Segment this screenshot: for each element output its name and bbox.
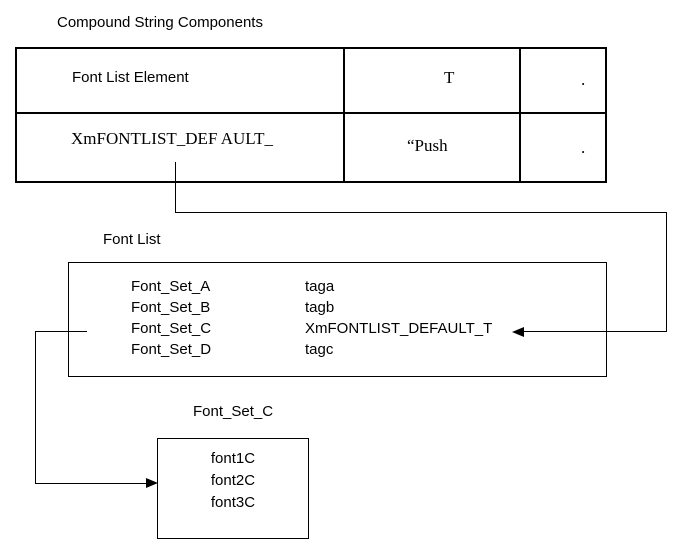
table-column-divider-1: [343, 49, 345, 181]
font-list-label: Font List: [103, 231, 161, 248]
table-cell-row1-text: .: [581, 70, 586, 89]
font-list-entry-tag-c: XmFONTLIST_DEFAULT_T: [305, 320, 493, 337]
font-list-entry-name-a: Font_Set_A: [131, 278, 211, 295]
font-set-c-label: Font_Set_C: [193, 403, 274, 420]
table-column-divider-2: [519, 49, 521, 181]
font-set-c-connector-segment-down: [35, 331, 36, 484]
compound-string-table-frame: [15, 47, 607, 183]
font-list-entry-tag-b: tagb: [305, 299, 335, 316]
font-list-entry-tag-d: tagc: [305, 341, 334, 358]
default-tag-connector-shaft: [521, 331, 667, 332]
font-set-c-connector-shaft: [35, 483, 147, 484]
font-set-c-connector-stub: [35, 331, 87, 332]
table-row-divider: [17, 112, 605, 114]
font-set-c-arrowhead-icon: [146, 478, 158, 488]
font-set-c-font-2: font2C: [210, 472, 256, 489]
table-cell-row2-text: .: [581, 138, 586, 157]
table-cell-row2-push: “Push: [407, 136, 448, 155]
font-set-c-font-3: font3C: [210, 494, 256, 511]
font-list-box: [68, 262, 607, 377]
diagram-title: Compound String Components: [57, 14, 263, 31]
font-list-entry-tag-a: taga: [305, 278, 335, 295]
table-cell-row1-tag: T: [444, 68, 455, 87]
table-cell-row1-font-list-element: Font List Element: [72, 69, 189, 86]
font-set-c-box: [157, 438, 309, 539]
table-cell-row2-default-tag: XmFONTLIST_DEF AULT_: [71, 129, 273, 148]
font-set-c-font-1: font1C: [210, 450, 256, 467]
default-tag-connector-segment-down2: [666, 212, 667, 332]
default-tag-connector-segment-down: [175, 162, 176, 213]
default-tag-arrowhead-icon: [512, 327, 524, 337]
font-list-entry-name-d: Font_Set_D: [131, 341, 212, 358]
font-list-entry-name-c: Font_Set_C: [131, 320, 212, 337]
font-list-entry-name-b: Font_Set_B: [131, 299, 211, 316]
default-tag-connector-segment-right: [175, 212, 667, 213]
